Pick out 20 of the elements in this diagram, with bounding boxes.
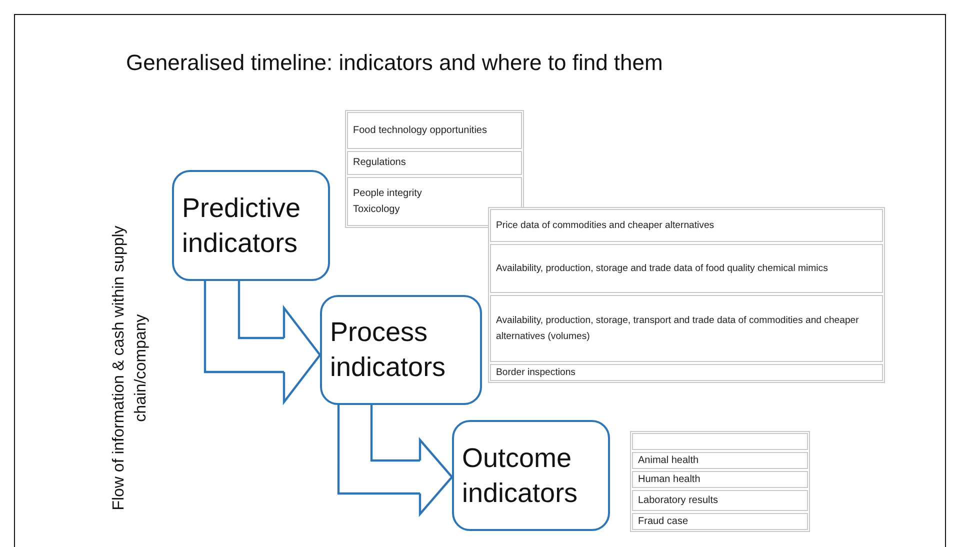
indicator-label: Predictive indicators [182, 192, 302, 260]
indicator-label: Process indicators [330, 316, 447, 384]
table-text: Availability, production, storage and trade data of food quality chemical mimics [496, 262, 829, 276]
table-text: Laboratory results [638, 494, 720, 508]
diagram-title: Generalised timeline: indicators and where to find them [126, 50, 663, 76]
vertical-axis-label: Flow of information & cash within supply chain/company [109, 224, 150, 512]
table-text: Animal health [638, 454, 700, 468]
indicator-box [172, 170, 330, 281]
table-text: Border inspections [496, 366, 576, 380]
table-text: Regulations [353, 156, 407, 170]
table-text: Food technology opportunities [353, 124, 488, 138]
indicator-label: Outcome indicators [462, 442, 579, 510]
table-text: People integrity [353, 186, 423, 200]
table-text: Human health [638, 472, 702, 486]
table-text: Availability, production, storage, transport and trade data of commodities and cheaper alternatives (volumes) [496, 314, 860, 344]
table-text: Toxicology [353, 202, 401, 216]
table-text: Price data of commodities and cheaper alternatives [496, 218, 716, 233]
indicator-box [452, 420, 610, 531]
table-text: Fraud case [638, 514, 690, 528]
indicator-box [320, 295, 482, 405]
